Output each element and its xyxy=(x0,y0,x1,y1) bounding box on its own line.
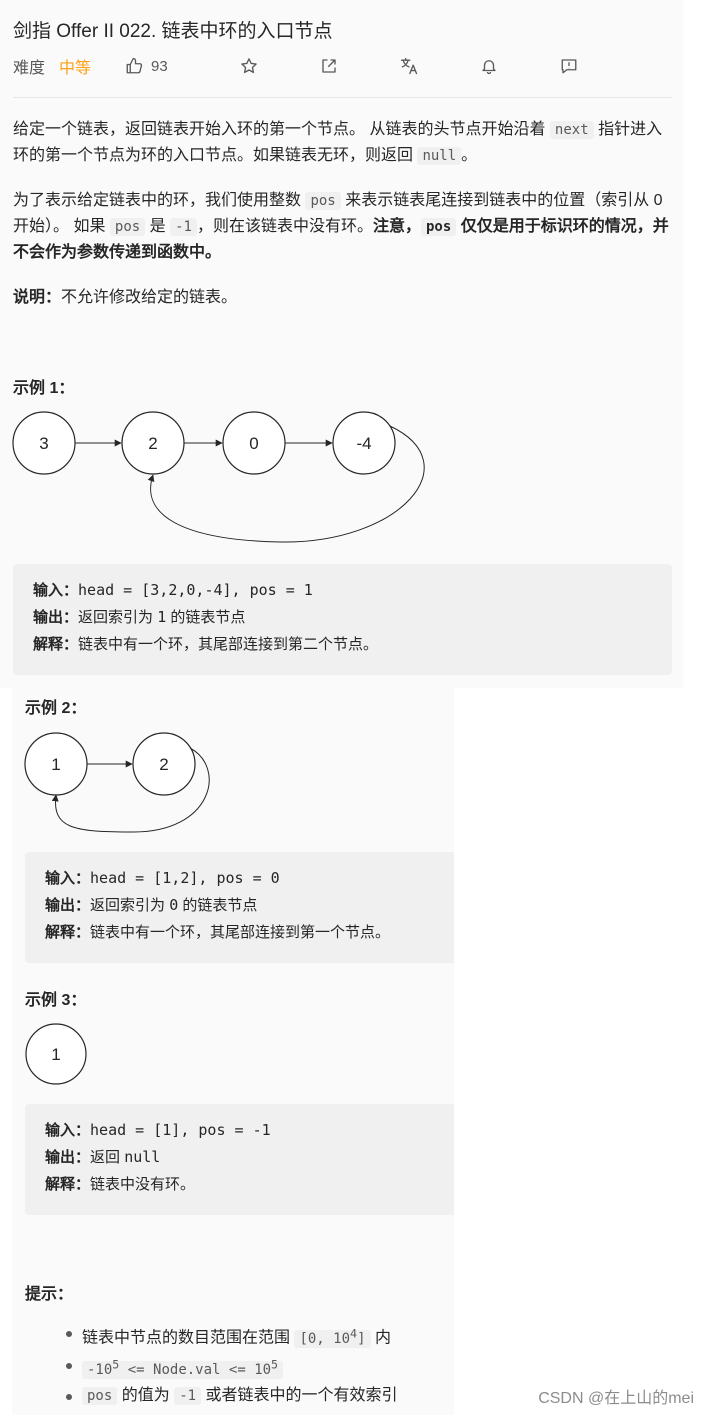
tip-item-1: 链表中节点的数目范围在范围 [0, 104] 内 xyxy=(58,1320,398,1352)
example-2-box: 输入：head = [1,2], pos = 0 输出：返回索引为 0 的链表节… xyxy=(25,852,454,963)
example-3-explain: 解释：链表中没有环。 xyxy=(45,1176,196,1193)
tip-item-2: -105 <= Node.val <= 105 xyxy=(58,1352,398,1384)
node-1 xyxy=(25,1023,87,1085)
bell-icon xyxy=(482,60,496,75)
thumb-up-icon xyxy=(126,57,143,74)
example-1-diagram: 3 2 0 -4 xyxy=(12,411,425,543)
meta-row: 难度 中等 93 xyxy=(13,55,580,77)
node-label-1: 3 xyxy=(39,434,48,453)
description-paragraph-2: 为了表示给定链表中的环，我们使用整数 pos 来表示链表尾连接到链表中的位置（索… xyxy=(13,192,669,261)
example-1-explain: 解释：链表中有一个环，其尾部连接到第二个节点。 xyxy=(33,636,379,653)
node-label-1: 1 xyxy=(51,755,60,774)
node-2 xyxy=(132,732,196,796)
cycle-edge xyxy=(147,425,425,543)
example-3-input: 输入：head = [1], pos = -1 xyxy=(45,1121,271,1139)
example-1-title: 示例 1： xyxy=(13,380,75,397)
example-3-diagram: 1 xyxy=(25,1023,87,1085)
example-1-input: 输入：head = [3,2,0,-4], pos = 1 xyxy=(33,581,313,599)
share-icon xyxy=(322,59,336,73)
example-2-output: 输出：返回索引为 0 的链表节点 xyxy=(45,896,258,914)
example-2-title: 示例 2： xyxy=(25,700,87,717)
favorite-button[interactable] xyxy=(238,55,260,77)
feedback-icon xyxy=(561,59,577,74)
example-3-box: 输入：head = [1], pos = -1 输出：返回 null 解释：链表… xyxy=(25,1104,454,1215)
node-label-4: -4 xyxy=(356,434,371,453)
difficulty-label: 难度 xyxy=(13,60,46,77)
example-2-explain: 解释：链表中有一个环，其尾部连接到第一个节点。 xyxy=(45,924,391,941)
translate-button[interactable] xyxy=(398,55,420,77)
example-1-output: 输出：返回索引为 1 的链表节点 xyxy=(33,608,246,626)
node-label-2: 2 xyxy=(159,755,168,774)
cycle-edge xyxy=(51,747,210,833)
feedback-button[interactable] xyxy=(558,55,580,77)
example-2-input: 输入：head = [1,2], pos = 0 xyxy=(45,869,280,887)
subscribe-button[interactable] xyxy=(478,55,500,77)
node-label-2: 2 xyxy=(148,434,157,453)
watermark: CSDN @在上山的mei xyxy=(538,1390,694,1407)
tips-title: 提示： xyxy=(25,1286,74,1303)
like-count: 93 xyxy=(151,57,168,75)
node-label-1: 1 xyxy=(51,1045,60,1064)
node-4 xyxy=(332,411,396,475)
example-1-box: 输入：head = [3,2,0,-4], pos = 1 输出：返回索引为 1… xyxy=(13,564,672,675)
tips-list: 链表中节点的数目范围在范围 [0, 104] 内 -105 <= Node.va… xyxy=(58,1320,398,1409)
description-paragraph-3: 说明：不允许修改给定的链表。 xyxy=(13,289,238,306)
difficulty-value: 中等 xyxy=(59,60,92,77)
example-3-title: 示例 3： xyxy=(25,992,87,1009)
description-paragraph-1: 给定一个链表，返回链表开始入环的第一个节点。 从链表的头节点开始沿着 next … xyxy=(13,121,663,165)
star-icon xyxy=(240,58,257,74)
translate-icon xyxy=(400,57,417,75)
problem-title: 剑指 Offer II 022. 链表中环的入口节点 xyxy=(13,21,333,42)
header-divider xyxy=(13,97,672,98)
like-button[interactable]: 93 xyxy=(125,57,168,75)
tip-item-3: pos 的值为 -1 或者链表中的一个有效索引 xyxy=(58,1383,398,1409)
share-button[interactable] xyxy=(318,55,340,77)
node-label-3: 0 xyxy=(249,434,258,453)
example-3-output: 输出：返回 null xyxy=(45,1148,161,1166)
example-2-diagram: 1 2 xyxy=(24,732,210,833)
